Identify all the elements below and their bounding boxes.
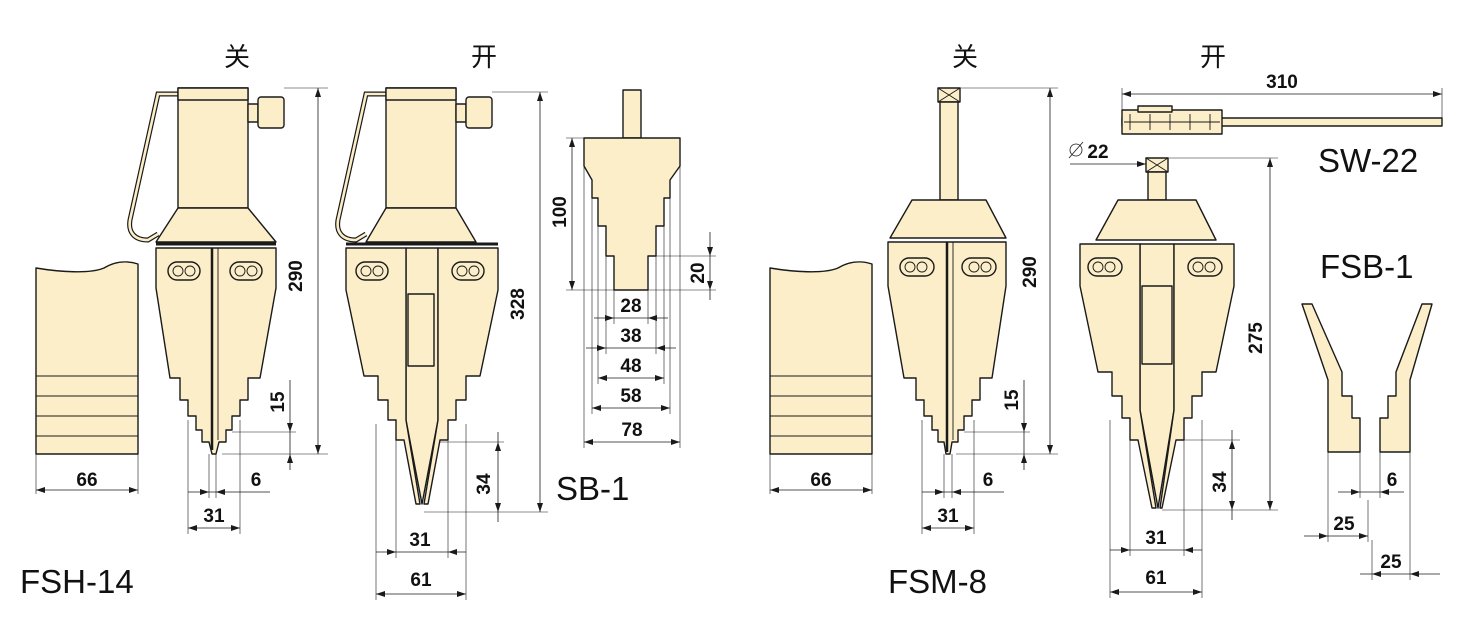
dim-label: 25: [1333, 514, 1355, 535]
fsm8-dim-15: 15: [964, 380, 1030, 470]
dim-label: 15: [268, 391, 289, 413]
fsh14-open-dim-328: 328: [424, 91, 548, 513]
dim-label: 31: [1145, 528, 1167, 549]
dim-label: 310: [1266, 72, 1298, 93]
fsh14-open-dim-31: 31: [376, 424, 466, 558]
dim-label: 34: [474, 473, 495, 495]
fsh14-closed-splitter: [127, 87, 285, 455]
fsm8-dim-6: 6: [922, 454, 1004, 498]
fsb1-shims: [1301, 303, 1433, 453]
model-label-fsb1: FSB-1: [1320, 248, 1414, 285]
dim-label: 6: [983, 470, 994, 491]
fsh14-workpiece: [35, 261, 139, 455]
model-label-fsh14: FSH-14: [20, 563, 134, 600]
fsm8-open-dim-61: 61: [1109, 420, 1203, 598]
dim-label: 78: [621, 420, 642, 441]
dim-label: 20: [688, 262, 709, 283]
dim-label: 328: [508, 288, 529, 320]
dim-label: 100: [550, 196, 571, 228]
dim-label: 31: [937, 506, 959, 527]
fsm8-dim-31: 31: [921, 420, 975, 534]
dim-label: 58: [620, 386, 641, 407]
header-close-left: 关: [224, 43, 250, 73]
dim-label: 25: [1380, 552, 1402, 573]
dim-label: 34: [1210, 471, 1231, 493]
sw22-dim-22: 22: [1068, 141, 1146, 167]
model-label-sw22: SW-22: [1318, 142, 1418, 179]
fsh14-dim-290: 290: [222, 87, 328, 455]
fsb1-dim-6: 6: [1338, 452, 1404, 498]
dim-label: 6: [251, 470, 262, 491]
header-close-right: 关: [952, 43, 978, 73]
dim-label: 31: [409, 530, 431, 551]
fsh14-dim-66: 66: [35, 454, 139, 494]
dim-label: 38: [620, 326, 641, 347]
fsm8-open-splitter: [1079, 157, 1235, 509]
sb1-dim-20: 20: [648, 232, 716, 300]
dim-label: 290: [1020, 256, 1041, 288]
model-label-sb1: SB-1: [556, 470, 629, 507]
fsm8-dim-290: 290: [956, 87, 1058, 455]
dim-label: 66: [76, 470, 97, 491]
model-label-fsm8: FSM-8: [888, 563, 987, 600]
dim-label: 61: [410, 570, 432, 591]
fsm8-closed-splitter: [887, 87, 1007, 455]
sb1-dim-100: 100: [550, 137, 614, 291]
fsm8-open-dim-34: 34: [1176, 430, 1240, 520]
dim-label: 66: [810, 470, 831, 491]
sw22-wrench: [1121, 105, 1443, 135]
fsb1-dim-25a: 25: [1304, 452, 1369, 542]
fsh14-dim-15: 15: [232, 380, 296, 470]
sb1-dim-widths: 28 38 48 58 78: [583, 166, 681, 448]
header-open-left: 开: [471, 43, 497, 73]
fsh14-open-splitter: [335, 87, 499, 505]
fsm8-workpiece: [769, 261, 873, 455]
dim-label: 31: [203, 506, 225, 527]
sb1-stepped-wedge: [583, 89, 681, 291]
dim-label: 275: [1246, 322, 1267, 354]
fsh14-dim-31: 31: [187, 420, 241, 534]
dim-label: 61: [1145, 568, 1167, 589]
fsm8-open-dim-275: 275: [1162, 157, 1278, 511]
sw22-dim-310: 310: [1121, 72, 1443, 118]
fsh14-open-dim-61: 61: [375, 424, 467, 600]
fsh14-dim-6: 6: [188, 454, 270, 498]
dim-label: 290: [286, 260, 307, 292]
header-open-right: 开: [1200, 43, 1226, 73]
fsm8-open-dim-31: 31: [1110, 420, 1202, 556]
fsm8-dim-66: 66: [769, 454, 873, 494]
dim-label: 48: [620, 356, 641, 377]
fsb1-dim-25b: 25: [1360, 452, 1440, 580]
dim-label: 6: [1387, 470, 1398, 491]
fsh14-open-dim-34: 34: [440, 432, 504, 522]
dim-label: 22: [1087, 142, 1108, 163]
dim-label: 28: [620, 296, 641, 317]
dim-label: 15: [1002, 389, 1023, 411]
